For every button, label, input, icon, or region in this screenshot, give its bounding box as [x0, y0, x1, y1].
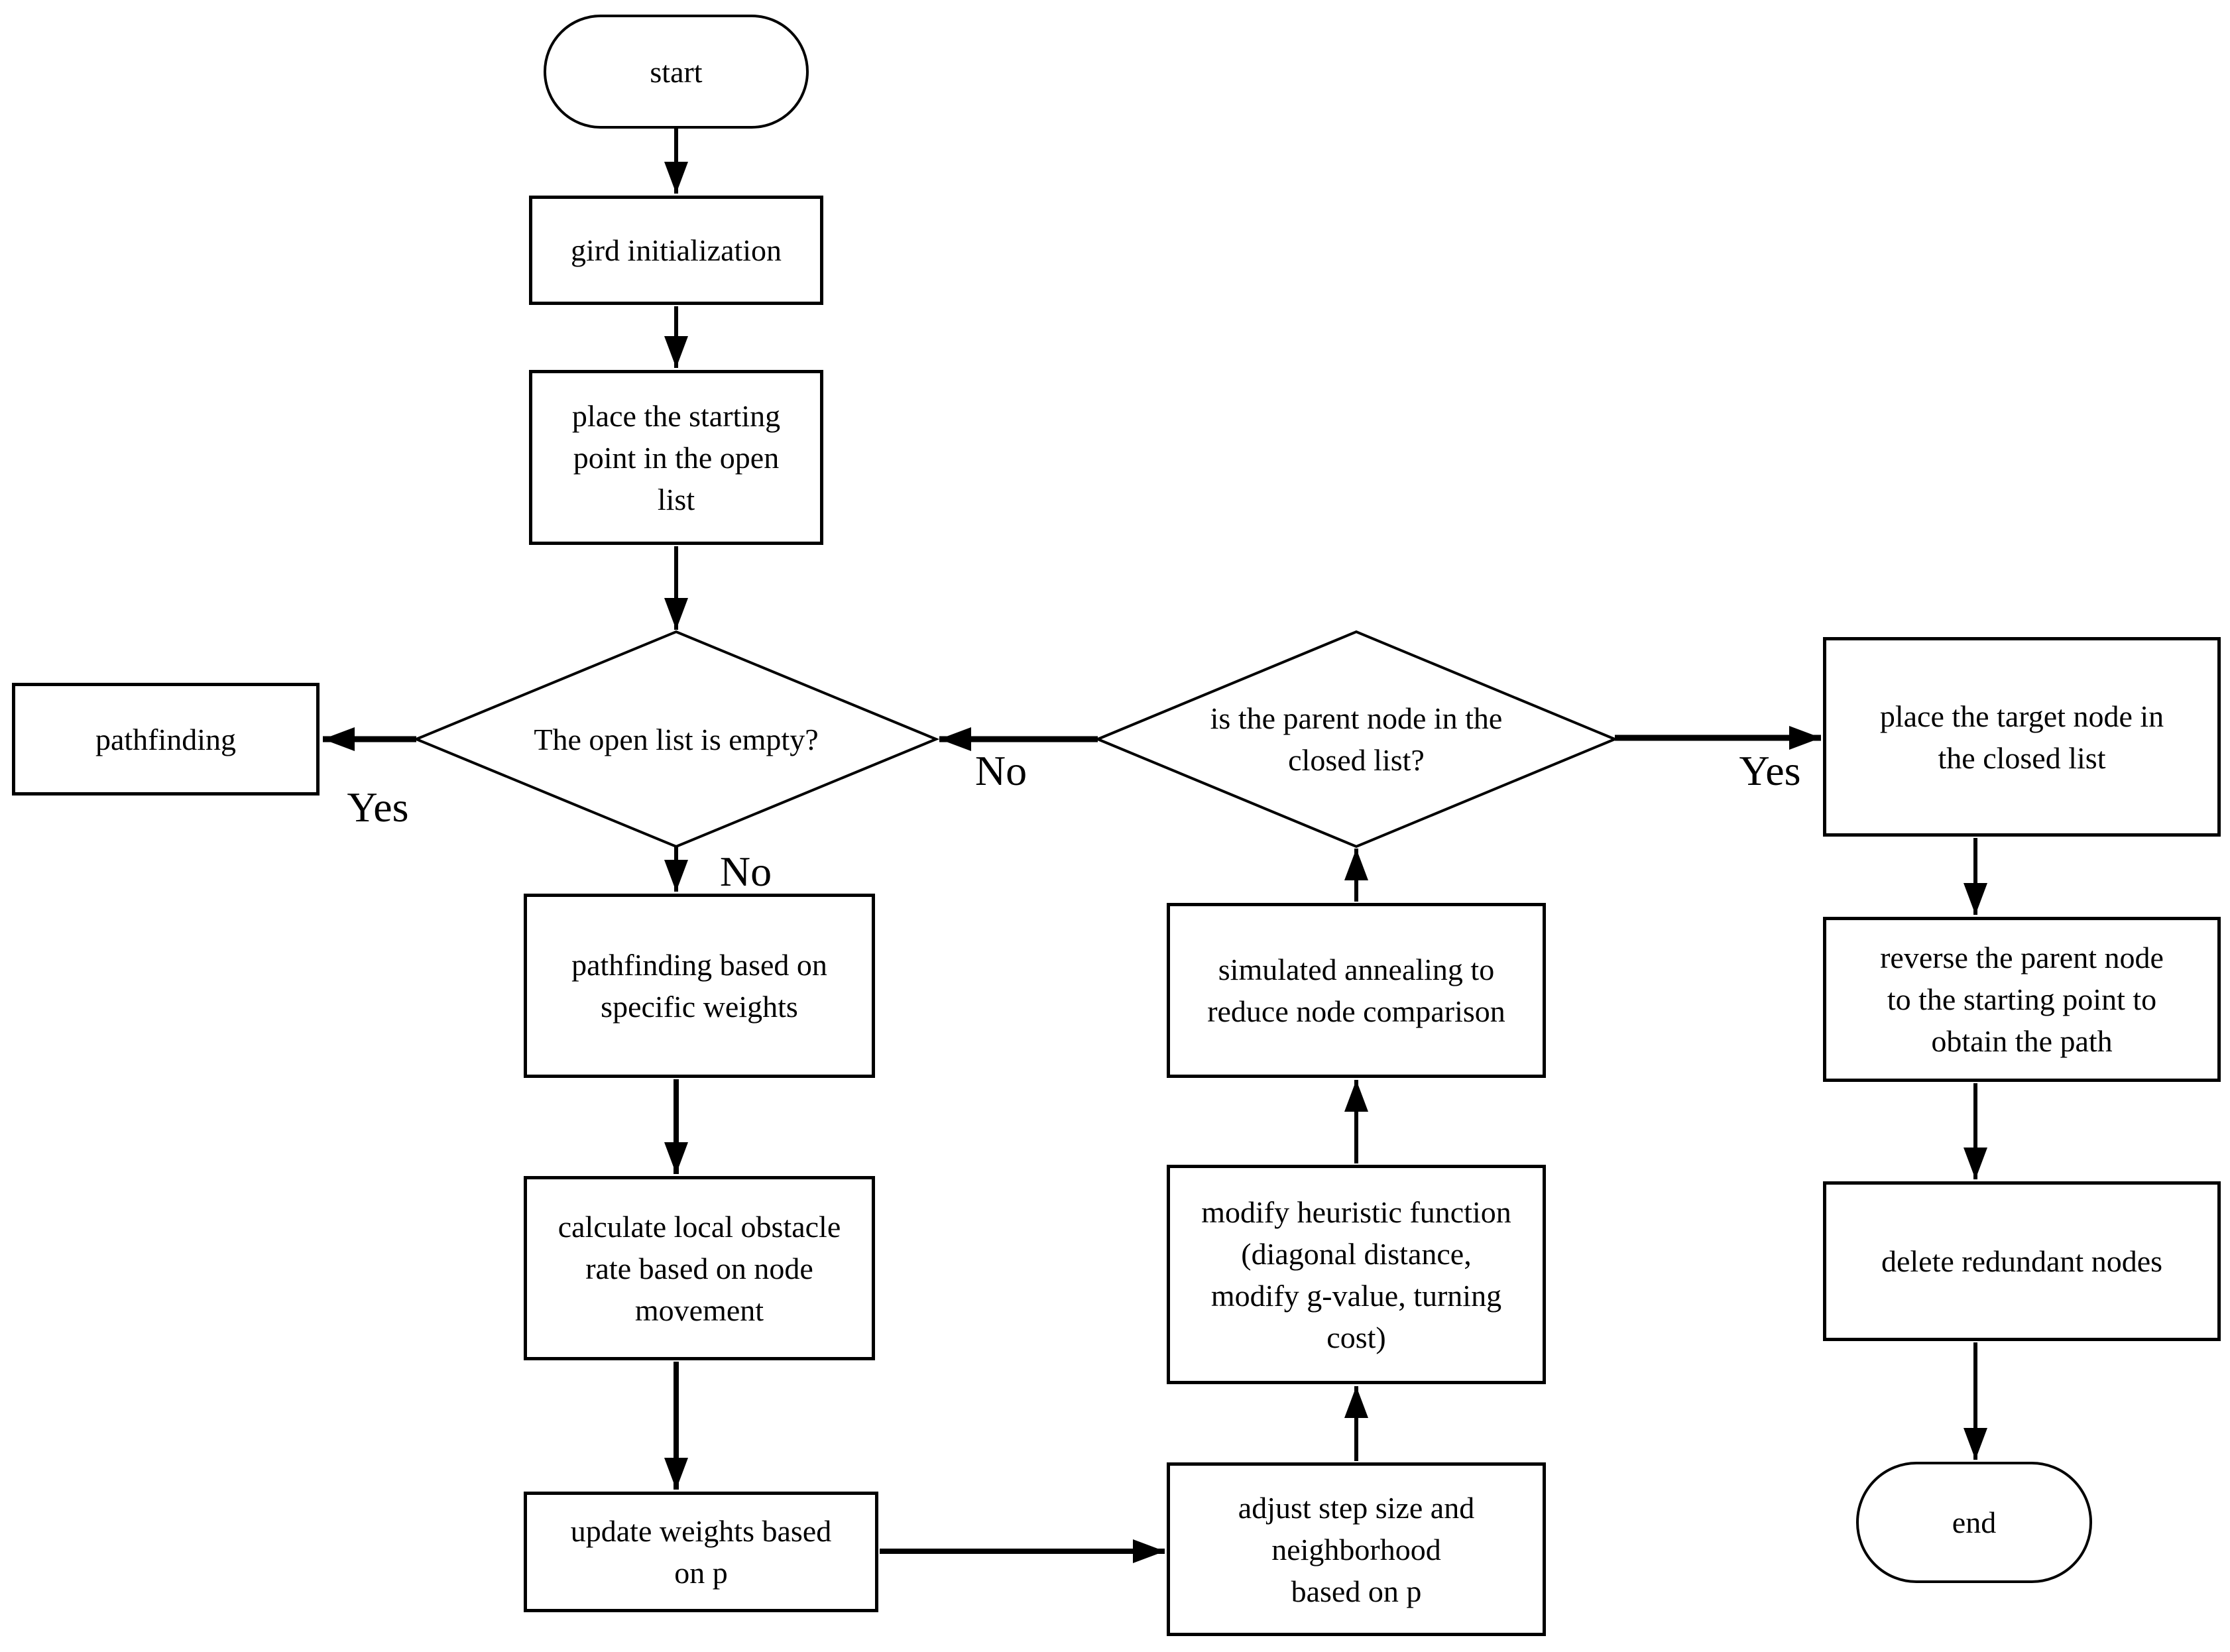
decision-parent-in-closed-label: is the parent node in the closed list?	[1210, 701, 1503, 777]
node-pathfinding-specific-weights: pathfinding based on specific weights	[524, 894, 875, 1078]
node-start: start	[544, 15, 809, 129]
node-pathfinding: pathfinding	[12, 683, 320, 796]
decision-open-list-empty-label: The open list is empty?	[534, 722, 819, 756]
edge-label-parent-yes: Yes	[1739, 747, 1801, 794]
node-delete-redundant-nodes: delete redundant nodes	[1823, 1181, 2221, 1341]
node-reverse-parent-node: reverse the parent node to the starting …	[1823, 917, 2221, 1082]
decision-open-list-empty-shape	[412, 630, 940, 849]
node-grid-initialization: gird initialization	[529, 196, 823, 305]
node-simulated-annealing: simulated annealing to reduce node compa…	[1167, 903, 1546, 1078]
node-place-target-node: place the target node in the closed list	[1823, 637, 2221, 837]
node-end: end	[1856, 1462, 2092, 1583]
node-calculate-local-obstacle: calculate local obstacle rate based on n…	[524, 1176, 875, 1360]
node-adjust-step-size: adjust step size and neighborhood based …	[1167, 1462, 1546, 1636]
edge-label-parent-no: No	[974, 747, 1027, 794]
node-modify-heuristic-function: modify heuristic function (diagonal dist…	[1167, 1165, 1546, 1384]
edge-label-open-list-no: No	[719, 848, 772, 895]
edge-label-open-list-yes: Yes	[347, 784, 409, 831]
node-update-weights: update weights based on p	[524, 1492, 878, 1612]
node-place-starting-point: place the starting point in the open lis…	[529, 370, 823, 545]
